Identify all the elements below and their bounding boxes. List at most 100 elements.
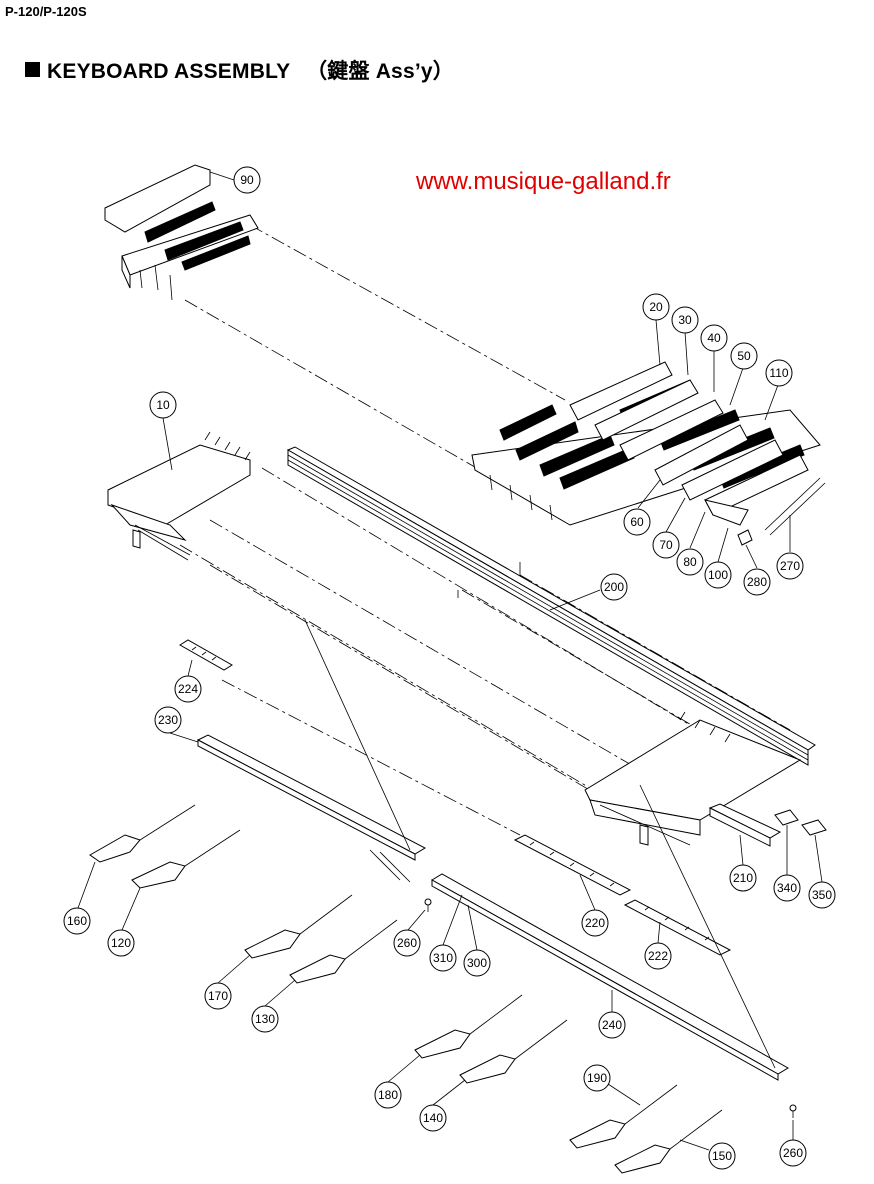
svg-text:90: 90	[240, 173, 254, 187]
part-220-strip	[513, 834, 632, 896]
svg-text:110: 110	[769, 366, 788, 380]
svg-text:120: 120	[111, 936, 131, 950]
callout-224: 224	[174, 675, 202, 703]
callout-170: 170	[204, 982, 232, 1010]
part-340-pad	[774, 809, 799, 826]
svg-text:140: 140	[423, 1111, 443, 1125]
callout-160: 160	[63, 907, 91, 935]
section-title-japanese: （鍵盤 Ass’y）	[306, 60, 454, 83]
part-240-pcb	[431, 784, 789, 1081]
svg-text:70: 70	[659, 538, 673, 552]
svg-text:310: 310	[433, 951, 453, 965]
alignment-lines	[179, 224, 791, 836]
svg-text:150: 150	[712, 1149, 732, 1163]
svg-text:260: 260	[783, 1146, 803, 1160]
callout-230: 230	[154, 706, 182, 734]
callout-300: 300	[463, 949, 491, 977]
svg-text:222: 222	[648, 949, 668, 963]
callout-70: 70	[652, 531, 680, 559]
part-160-hammer	[89, 804, 196, 863]
svg-text:130: 130	[255, 1012, 275, 1026]
svg-text:180: 180	[378, 1088, 398, 1102]
svg-text:20: 20	[649, 300, 663, 314]
part-keyboard-keys	[471, 361, 821, 526]
leader-lines	[77, 171, 823, 1151]
callout-40: 40	[700, 324, 728, 352]
svg-text:190: 190	[587, 1071, 607, 1085]
callout-130: 130	[251, 1005, 279, 1033]
callout-100: 100	[704, 561, 732, 589]
svg-text:340: 340	[777, 881, 797, 895]
callout-280: 280	[743, 568, 771, 596]
part-140-hammer	[459, 1019, 568, 1084]
part-10-frame-right	[584, 711, 802, 846]
svg-text:280: 280	[747, 575, 767, 589]
part-120-hammer	[131, 829, 241, 889]
square-bullet-icon	[25, 62, 40, 77]
part-260-screw-b	[789, 1104, 797, 1118]
svg-text:260: 260	[397, 936, 417, 950]
svg-text:160: 160	[67, 914, 87, 928]
callout-30: 30	[671, 306, 699, 334]
svg-text:224: 224	[178, 682, 198, 696]
callout-190: 190	[583, 1064, 611, 1092]
part-90-key-set	[104, 164, 259, 301]
svg-text:80: 80	[683, 555, 697, 569]
callout-310: 310	[429, 944, 457, 972]
callout-80: 80	[676, 548, 704, 576]
part-270-spring	[764, 477, 826, 536]
svg-text:50: 50	[737, 349, 751, 363]
svg-text:200: 200	[604, 580, 624, 594]
callout-350: 350	[808, 881, 836, 909]
part-280-block	[737, 529, 753, 546]
svg-text:210: 210	[733, 871, 753, 885]
svg-text:30: 30	[678, 313, 692, 327]
callout-60: 60	[623, 508, 651, 536]
callout-340: 340	[773, 874, 801, 902]
part-200-rail	[286, 446, 816, 766]
callout-240: 240	[598, 1011, 626, 1039]
part-170-hammer	[244, 894, 353, 959]
callout-220: 220	[581, 909, 609, 937]
svg-text:60: 60	[630, 515, 644, 529]
part-350-pad	[801, 819, 827, 836]
callout-210: 210	[729, 864, 757, 892]
part-150-hammer	[614, 1109, 723, 1174]
callout-260-lower: 260	[779, 1139, 807, 1167]
callout-110: 110	[765, 359, 793, 387]
part-260-screw-a	[424, 898, 432, 912]
svg-text:100: 100	[708, 568, 728, 582]
part-190-hammer	[569, 1084, 678, 1149]
svg-text:220: 220	[585, 916, 605, 930]
svg-text:350: 350	[812, 888, 832, 902]
callout-140: 140	[419, 1104, 447, 1132]
part-222-strip	[623, 899, 732, 956]
callout-260-upper: 260	[393, 929, 421, 957]
callout-200: 200	[600, 573, 628, 601]
callout-90: 90	[233, 166, 261, 194]
callout-270: 270	[776, 552, 804, 580]
svg-text:170: 170	[208, 989, 228, 1003]
watermark-url: www.musique-galland.fr	[416, 168, 671, 195]
svg-text:270: 270	[780, 559, 800, 573]
callout-20: 20	[642, 293, 670, 321]
section-title-text: KEYBOARD ASSEMBLY	[47, 60, 291, 83]
callout-10: 10	[149, 391, 177, 419]
callout-150: 150	[708, 1142, 736, 1170]
callout-120: 120	[107, 929, 135, 957]
callout-180: 180	[374, 1081, 402, 1109]
callout-222: 222	[644, 942, 672, 970]
part-10-frame-left	[107, 431, 251, 561]
svg-text:10: 10	[156, 398, 170, 412]
part-130-hammer	[289, 919, 398, 984]
part-180-hammer	[414, 994, 523, 1059]
section-title: KEYBOARD ASSEMBLY （鍵盤 Ass’y）	[25, 55, 454, 85]
model-number: P-120/P-120S	[5, 4, 87, 19]
svg-text:300: 300	[467, 956, 487, 970]
part-230-pcb	[196, 619, 427, 883]
svg-text:40: 40	[707, 331, 721, 345]
svg-text:240: 240	[602, 1018, 622, 1032]
callout-50: 50	[730, 342, 758, 370]
part-210-strip	[708, 803, 782, 847]
